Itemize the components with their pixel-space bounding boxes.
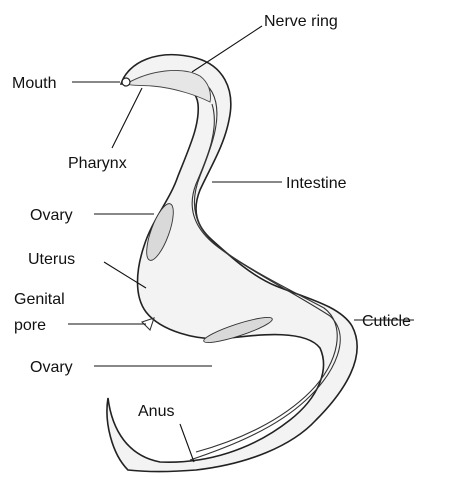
label-mouth: Mouth [12,75,56,92]
leader-anus [180,424,194,462]
label-cuticle: Cuticle [362,313,411,330]
label-ovary-upper: Ovary [30,207,73,224]
label-genital-line1: Genital [14,291,65,308]
label-pharynx: Pharynx [68,155,127,172]
leader-pharynx [112,88,142,148]
label-intestine: Intestine [286,175,347,192]
leader-nerve-ring [192,26,262,72]
label-genital-line2: pore [14,317,46,334]
label-anus: Anus [138,403,174,420]
label-nerve-ring: Nerve ring [264,13,338,30]
mouth-opening [122,78,130,86]
label-ovary-lower: Ovary [30,359,73,376]
label-uterus: Uterus [28,251,75,268]
